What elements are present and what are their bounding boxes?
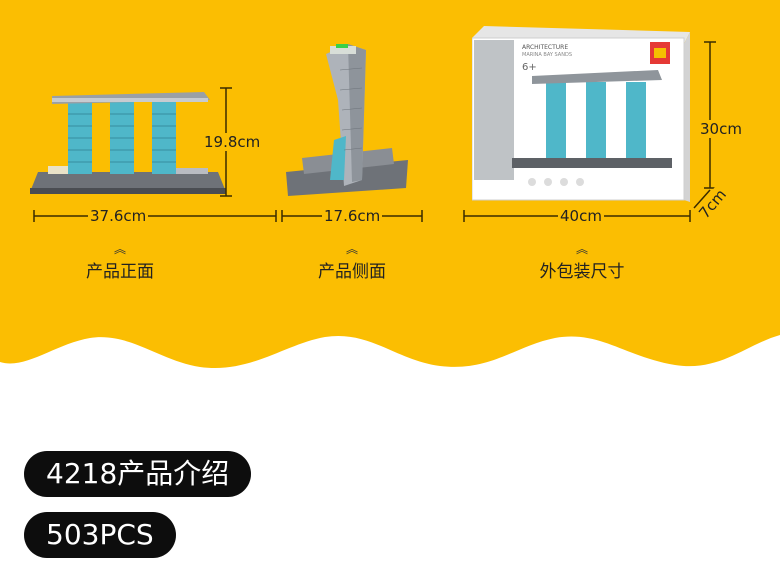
box-size-caption: 外包装尺寸 <box>539 262 625 282</box>
box-subheader-text: MARINA BAY SANDS <box>522 52 572 58</box>
box-width-label: 40cm <box>558 207 604 225</box>
piece-count-label: 503PCS <box>24 512 176 558</box>
chevron-up-icon: ︽ <box>113 242 126 256</box>
side-width-label: 17.6cm <box>322 207 383 225</box>
box-age-text: 6+ <box>522 62 537 73</box>
front-width-label: 37.6cm <box>88 207 149 225</box>
front-height-label: 19.8cm <box>202 133 263 151</box>
dimension-lines <box>33 41 716 222</box>
front-view-model-image <box>30 92 226 194</box>
packaging-box-image: ARCHITECTURE MARINA BAY SANDS 6+ <box>472 24 690 204</box>
chevron-up-icon: ︽ <box>575 242 588 256</box>
side-view-caption: 产品侧面 <box>318 262 386 282</box>
box-height-label: 30cm <box>698 120 744 138</box>
box-header-text: ARCHITECTURE <box>522 44 569 51</box>
side-view-model-image <box>286 44 408 196</box>
product-intro-label: 4218产品介绍 <box>24 451 252 497</box>
chevron-up-icon: ︽ <box>345 242 358 256</box>
front-view-caption: 产品正面 <box>86 262 154 282</box>
